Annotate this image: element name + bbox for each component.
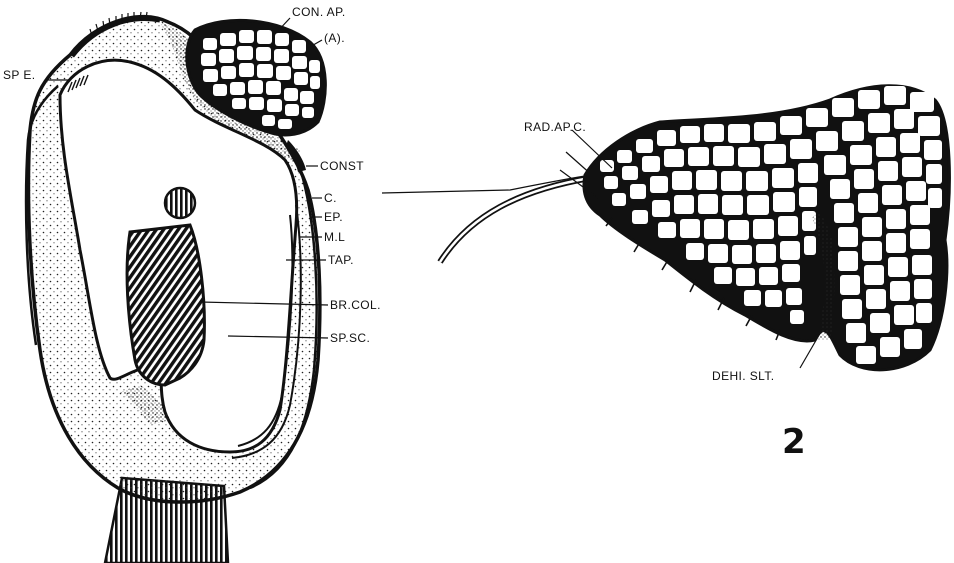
- label-tap: TAP.: [328, 253, 354, 267]
- label-br-col: BR.COL.: [330, 298, 381, 312]
- label-const: CONST: [320, 159, 364, 173]
- label-con-ap: CON. AP.: [292, 5, 346, 19]
- label-sp-sc: SP.SC.: [330, 331, 370, 345]
- label-ml: M.L: [324, 230, 345, 244]
- capsule-section: [26, 12, 325, 563]
- label-c: C.: [324, 191, 337, 205]
- label-rad-ap-c: RAD.AP.C.: [524, 120, 586, 134]
- figure-number: 2: [782, 422, 806, 462]
- label-ep: EP.: [324, 210, 343, 224]
- label-sp-e: SP E.: [3, 68, 35, 82]
- annulus-enlarged: [382, 86, 949, 370]
- label-dehi-slt: DEHI. SLT.: [712, 369, 774, 383]
- label-a: (A).: [324, 31, 345, 45]
- columella-head: [165, 188, 195, 218]
- columella: [127, 225, 204, 385]
